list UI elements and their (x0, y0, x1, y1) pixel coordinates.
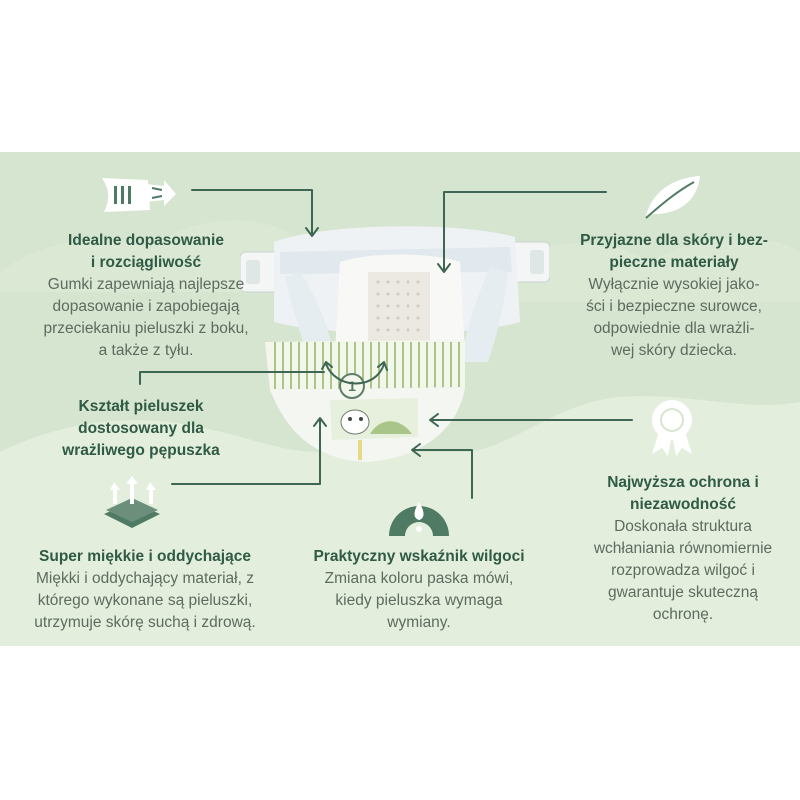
feature-skin: Przyjazne dla skóry i bez- pieczne mater… (554, 230, 794, 362)
feature-protection-title: Najwyższa ochrona i niezawodność (607, 474, 759, 513)
feature-shape: Kształt pieluszek dostosowany dla wrażli… (36, 396, 246, 462)
breathable-layer-icon (104, 476, 160, 528)
feature-wetness: Praktyczny wskaźnik wilgoci Zmiana kolor… (296, 546, 542, 634)
connector-lines (139, 189, 633, 499)
feature-soft: Super miękkie i oddychające Miękki i odd… (6, 546, 284, 634)
feature-soft-title: Super miękkie i oddychające (39, 548, 251, 565)
feature-shape-title: Kształt pieluszek dostosowany dla wrażli… (62, 398, 220, 459)
feature-fit-desc: Gumki zapewniają najlepsze dopasowanie i… (43, 276, 249, 359)
leaf-icon (645, 176, 700, 219)
feature-soft-desc: Miękki i oddychający materiał, z którego… (34, 570, 256, 631)
diaper-illustration (240, 226, 550, 462)
feature-fit-title: Idealne dopasowanie i rozciągliwość (68, 232, 224, 271)
infographic-panel: 1 (0, 152, 800, 646)
feature-wetness-desc: Zmiana koloru paska mówi, kiedy pieluszk… (324, 570, 514, 631)
size-badge: 1 (348, 378, 356, 394)
feature-wetness-title: Praktyczny wskaźnik wilgoci (313, 548, 525, 565)
feature-skin-title: Przyjazne dla skóry i bez- pieczne mater… (580, 232, 768, 271)
size-badge-icon (339, 373, 365, 399)
award-rosette-icon (652, 400, 692, 456)
feature-skin-desc: Wyłącznie wysokiej jako- ści i bezpieczn… (586, 276, 762, 359)
wetness-gauge-icon (389, 502, 449, 536)
feature-fit: Idealne dopasowanie i rozciągliwość Gumk… (16, 230, 276, 362)
feature-protection-desc: Doskonała struktura wchłaniania równomie… (593, 518, 773, 623)
stretch-arrows-icon (102, 178, 176, 212)
feature-protection: Najwyższa ochrona i niezawodność Doskona… (570, 472, 796, 626)
